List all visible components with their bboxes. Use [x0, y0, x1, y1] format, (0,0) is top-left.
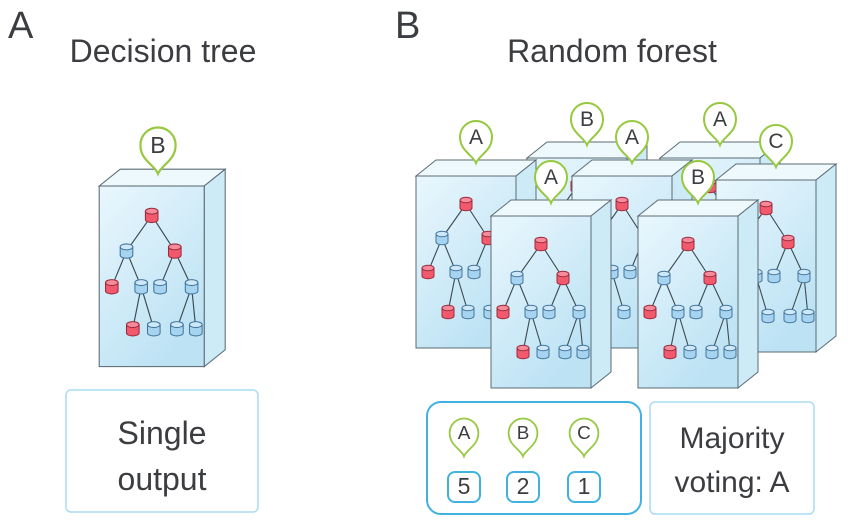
- panel-a: A Decision tree B Single output: [8, 5, 259, 513]
- forest-prediction-2: B: [580, 108, 594, 131]
- vote-count-b: 2: [517, 473, 530, 499]
- forest-prediction-6: A: [544, 166, 558, 189]
- single-output-line1: Single: [118, 415, 207, 451]
- panel-b-title: Random forest: [507, 33, 717, 69]
- prediction-pin-icon: B: [681, 160, 715, 204]
- panel-a-prediction-letter: B: [150, 132, 165, 158]
- prediction-pin-icon: A: [459, 120, 493, 164]
- vote-pin-icon: C: [568, 417, 600, 458]
- forest-prediction-4: A: [713, 108, 727, 131]
- majority-voting-border: [649, 401, 815, 515]
- vote-count-c: 1: [578, 473, 591, 499]
- forest-prediction-5: C: [768, 130, 783, 153]
- forest-prediction-1: A: [469, 126, 483, 149]
- vote-summary-box: A B C 5 2 1: [426, 401, 642, 515]
- prediction-pin-icon: B: [570, 102, 604, 146]
- majority-line2: voting: A: [674, 466, 789, 499]
- single-output-border: [65, 389, 259, 513]
- forest-prediction-7: B: [691, 166, 705, 189]
- majority-voting-box: Majority voting: A: [649, 401, 815, 515]
- vote-count-a-box: [447, 471, 481, 503]
- majority-line1: Majority: [679, 422, 784, 455]
- prediction-pin-icon: A: [534, 160, 568, 204]
- single-output-box: Single output: [65, 389, 259, 513]
- decision-tree-box: [99, 169, 225, 366]
- forest-prediction-3: A: [625, 126, 639, 149]
- vote-option-b-label: B: [517, 423, 530, 444]
- forest-tree-box-7: [638, 200, 758, 388]
- vote-pin-icon: A: [448, 417, 480, 458]
- vote-count-a: 5: [458, 473, 471, 499]
- panel-b-label: B: [395, 5, 420, 47]
- prediction-pin-icon: B: [139, 126, 177, 175]
- prediction-pin-icon: C: [759, 124, 793, 168]
- vote-option-c-label: C: [577, 423, 591, 444]
- single-output-line2: output: [118, 461, 207, 497]
- vote-pin-icon: B: [507, 417, 539, 458]
- panel-a-label: A: [8, 5, 34, 47]
- prediction-pin-icon: A: [615, 120, 649, 164]
- vote-count-b-box: [506, 471, 540, 503]
- panel-b: B Random forest A B A A C: [395, 5, 836, 515]
- vote-count-c-box: [567, 471, 601, 503]
- forest-tree-box-6: [491, 200, 611, 388]
- vote-option-a-label: A: [458, 423, 471, 444]
- prediction-pin-icon: A: [703, 102, 737, 146]
- panel-a-title: Decision tree: [70, 33, 257, 69]
